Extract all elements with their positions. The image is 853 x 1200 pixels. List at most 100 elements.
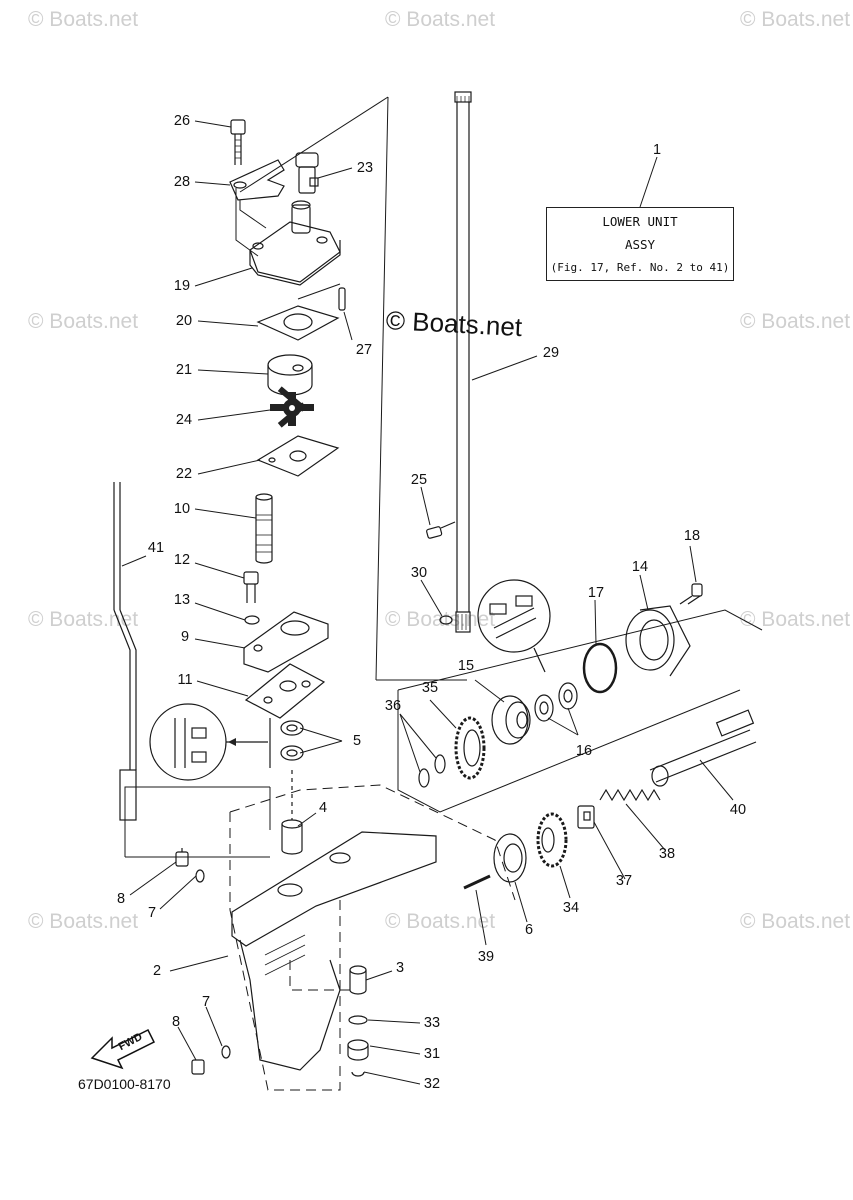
plug-8-lower: [191, 1059, 205, 1075]
callout: 2: [152, 962, 162, 979]
oil-seals-5: [269, 718, 304, 768]
gear-35: [454, 716, 486, 780]
callout: 17: [587, 584, 605, 601]
callout: 32: [423, 1075, 441, 1092]
callout: 16: [575, 742, 593, 759]
sleeve-10: [255, 493, 273, 564]
callout: 35: [421, 679, 439, 696]
callout: 36: [384, 697, 402, 714]
callout: 18: [683, 527, 701, 544]
shim-36a: [418, 768, 430, 788]
callout: 22: [175, 465, 193, 482]
callout: 8: [116, 890, 126, 907]
frame-lines: [124, 96, 763, 858]
bearing-6: [493, 833, 527, 883]
callout: 41: [147, 539, 165, 556]
gasket-7-upper: [195, 869, 205, 883]
gear-34: [536, 812, 568, 868]
assembly-line-2: ASSY: [624, 236, 656, 252]
callout: 3: [395, 959, 405, 976]
callout: 39: [477, 948, 495, 965]
callout: 33: [423, 1014, 441, 1031]
plate-22: [256, 435, 340, 477]
callout: 19: [173, 277, 191, 294]
washer-33: [348, 1015, 368, 1025]
seal-detail-circle: [149, 703, 268, 781]
watermark: © Boats.net: [385, 910, 496, 933]
callout: 7: [201, 993, 211, 1010]
leader-lines: [121, 120, 734, 1085]
callout: 5: [352, 732, 362, 749]
shim-36b: [434, 754, 446, 774]
bolt-26: [230, 119, 246, 165]
bolt-18: [679, 583, 703, 605]
plug-8-upper: [175, 848, 189, 867]
gasket-20: [256, 305, 340, 341]
clip-32: [351, 1071, 365, 1077]
spring-38: [599, 788, 661, 802]
watermark: © Boats.net: [740, 910, 851, 933]
watermark: © Boats.net: [740, 608, 851, 631]
callout: 15: [457, 657, 475, 674]
assembly-note-box: LOWER UNIT ASSY (Fig. 17, Ref. No. 2 to …: [546, 207, 734, 281]
bushing-detail-circle: [477, 579, 551, 673]
pin-25: [426, 526, 443, 539]
watermark: © Boats.net: [28, 910, 139, 933]
callout: 24: [175, 411, 193, 428]
callout: 8: [171, 1013, 181, 1030]
callout: 12: [173, 551, 191, 568]
callout: 40: [729, 801, 747, 818]
callout: 28: [173, 173, 191, 190]
callout: 11: [177, 671, 193, 688]
impeller-housing-21: [267, 354, 313, 396]
callout: 20: [175, 312, 193, 329]
bushing-4: [281, 819, 303, 855]
part-code: 67D0100-8170: [78, 1076, 171, 1092]
callout: 23: [356, 159, 374, 176]
callout: 34: [562, 899, 580, 916]
pin-39: [463, 874, 491, 890]
bearing-31: [347, 1039, 369, 1061]
callout: 25: [410, 471, 428, 488]
callout: 26: [173, 112, 191, 129]
callout: 7: [147, 904, 157, 921]
propeller-shaft-40: [649, 709, 757, 787]
gasket-11: [244, 663, 326, 719]
pin-27: [338, 287, 346, 311]
ring-30: [439, 615, 453, 625]
callout: 37: [615, 872, 633, 889]
housing-dashed-outline: [229, 784, 516, 1091]
drive-shaft-29: [454, 91, 472, 633]
callout: 21: [175, 361, 193, 378]
bushing-3: [349, 965, 367, 995]
gasket-7-lower: [221, 1045, 231, 1059]
watermark: © Boats.net: [28, 608, 139, 631]
assembly-line-1: LOWER UNIT: [602, 214, 678, 229]
callout: 38: [658, 845, 676, 862]
o-ring-17: [582, 642, 618, 694]
watermark: © Boats.net: [385, 8, 496, 31]
fitting-23: [295, 152, 319, 194]
plate-28: [229, 159, 285, 201]
dog-clutch-37: [577, 805, 595, 829]
callout: 4: [318, 799, 328, 816]
callout: 31: [423, 1045, 441, 1062]
callout: 6: [524, 921, 534, 938]
bolt-12: [243, 571, 259, 603]
lower-case-2: [231, 831, 437, 1071]
callout: 14: [631, 558, 649, 575]
watermark: © Boats.net: [740, 8, 851, 31]
pump-housing-19: [249, 200, 341, 286]
callout: 27: [355, 341, 373, 358]
watermark: © Boats.net: [740, 310, 851, 333]
callout: 29: [542, 344, 560, 361]
propeller-shaft-housing-14: [625, 605, 691, 677]
watermark: © Boats.net: [28, 8, 139, 31]
callout: 13: [173, 591, 191, 608]
callout-1: 1: [652, 141, 662, 158]
watermark: © Boats.net: [28, 310, 139, 333]
assembly-line-3: (Fig. 17, Ref. No. 2 to 41): [550, 261, 730, 274]
shift-rod-41: [113, 482, 137, 821]
